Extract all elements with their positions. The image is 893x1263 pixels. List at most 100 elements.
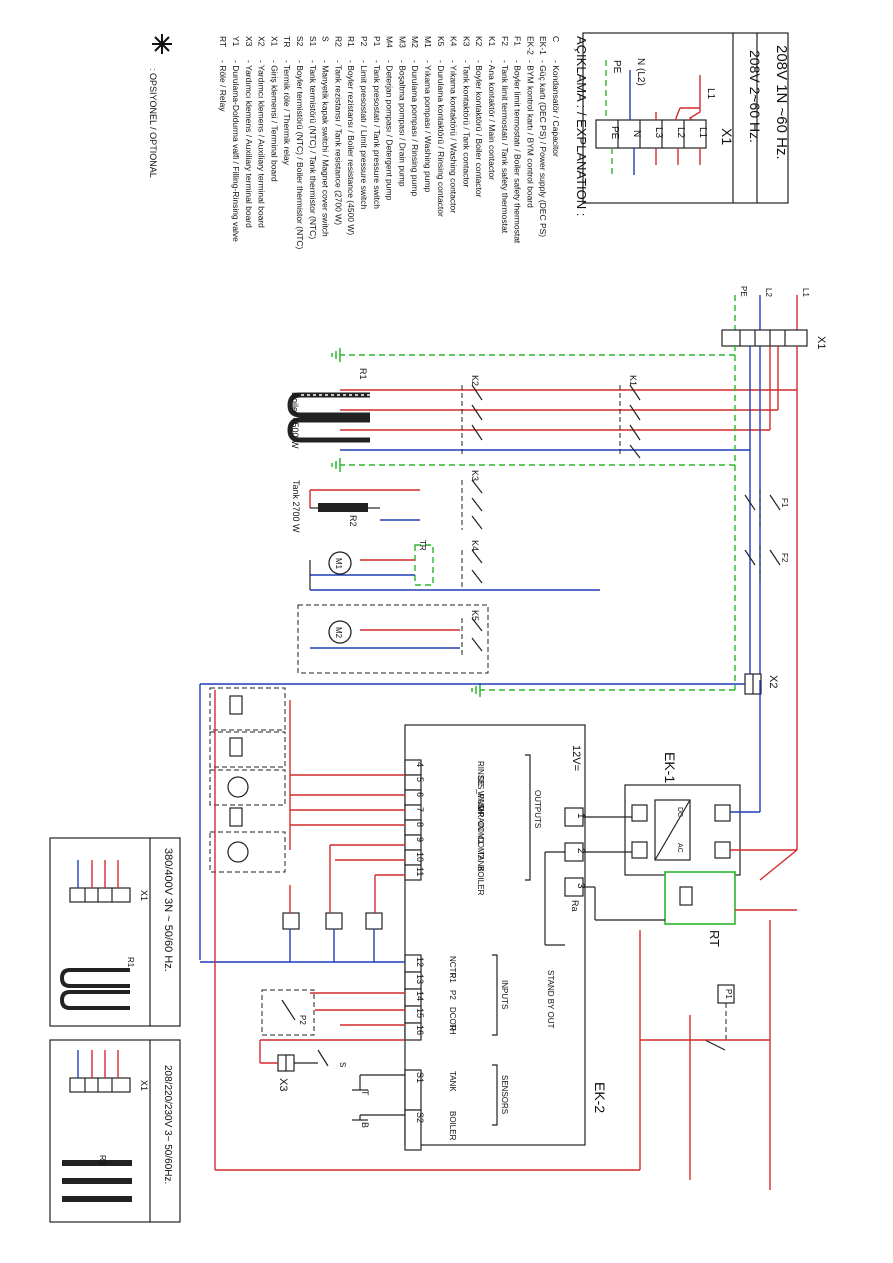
- r1-label: R1: [358, 368, 368, 380]
- inset-top-x1: X1: [139, 890, 149, 901]
- legend-text: - Ana kontaktör / Main contactor: [487, 60, 497, 180]
- inputs-title: INPUTS: [500, 980, 509, 1009]
- pin-number: S1: [415, 1072, 425, 1083]
- pin-name: RINSE: [476, 761, 485, 785]
- k2-label: K2: [470, 375, 480, 386]
- pb-term-n: N: [631, 130, 642, 137]
- x1-label: X1: [815, 336, 827, 349]
- ra-label: Ra: [570, 900, 580, 912]
- pressure-switch-p1: P1: [639, 920, 771, 1190]
- pin-number: 5: [415, 777, 425, 782]
- sensor-t-label: T: [360, 1090, 370, 1096]
- legend-code: S: [321, 36, 331, 42]
- pb-term-l2: L2: [675, 127, 686, 139]
- legend-text: - Tank limit termostatı / Tank safety th…: [500, 60, 510, 234]
- inset-top-title: 380/400V 3N ~ 50/60 Hz.: [162, 848, 174, 972]
- pin-name: BOILER: [476, 866, 485, 896]
- pin-name: NCTR: [448, 956, 457, 978]
- legend-text: - Boyler kontaktörü / Boiler contactor: [474, 60, 484, 198]
- contactor-k4: K4 TR: [310, 540, 600, 591]
- pin-number: 4: [415, 762, 425, 767]
- pin-number: 16: [415, 1025, 425, 1035]
- legend-code: M2: [410, 36, 420, 48]
- pin-number: 10: [415, 852, 425, 862]
- legend-text: - Manyetik kapak switchi / Magnet cover …: [321, 60, 331, 237]
- supply-pe: PE: [739, 286, 748, 297]
- pin-number: 13: [415, 974, 425, 984]
- legend-code: K3: [461, 36, 471, 47]
- motor-m1: M1: [309, 551, 352, 590]
- voltage-12v: 12V=: [570, 745, 582, 771]
- legend-text: - Boyler limit termostatı / Boiler safet…: [513, 60, 523, 244]
- legend-text: - Tank kontaktörü / Tank contactor: [461, 60, 471, 187]
- ek2-control-board: EK-2 12V= 1 2 3 Ra STAND BY OUT OUTPUTS …: [404, 724, 665, 1151]
- ek1-ac: AC: [676, 843, 683, 853]
- power-box: 208V 1N ~60 Hz. 208V 2~60 Hz. X1 L1 L2 L…: [582, 32, 790, 204]
- sensor-t: T: [352, 1074, 405, 1096]
- p1-box-label: P1: [724, 989, 733, 999]
- legend-text: - Deterjan pompası / Detergent pump: [385, 60, 395, 201]
- pb-wire-n: N (L2): [635, 58, 646, 86]
- pin-name: BOILER: [448, 1111, 457, 1141]
- supply-l1: L1: [801, 288, 810, 297]
- pin-name: COM2: [476, 836, 485, 860]
- power-line2: 208V 2~60 Hz.: [747, 50, 763, 143]
- tr-box: [414, 544, 434, 586]
- pb-wire-l1: L1: [705, 88, 716, 100]
- legend-text: - Yıkama pompası / Washing pump: [423, 60, 433, 193]
- thermostat-f2: F2: [744, 545, 789, 580]
- k3-label: K3: [470, 470, 480, 481]
- m2-label: M2: [334, 627, 343, 639]
- legend-code: R2: [333, 36, 343, 47]
- legend-text: - Yardımcı klemens / Auxiliary terminal …: [244, 60, 254, 228]
- legend-code: F2: [500, 36, 510, 46]
- legend-code: M4: [385, 36, 395, 48]
- tank-heater-r2: R2 Tank 2700 W: [291, 480, 380, 533]
- pb-term-pe: PE: [609, 126, 620, 140]
- x3-terminal: X3 S: [259, 1039, 405, 1091]
- pb-term-l1: L1: [697, 127, 708, 139]
- supply-l2: L2: [764, 288, 773, 297]
- thermostat-f1: F1: [744, 490, 789, 530]
- legend-code: M1: [423, 36, 433, 48]
- legend-code: K5: [436, 36, 446, 47]
- pin-box: [404, 1022, 422, 1041]
- output-loads: [200, 687, 640, 1171]
- m1-label: M1: [334, 558, 343, 570]
- x3-label: X3: [277, 1078, 289, 1091]
- pin-number: S2: [415, 1112, 425, 1123]
- k1-label: K1: [628, 375, 638, 386]
- power-x1-label: X1: [719, 128, 735, 145]
- contactor-k1: K1: [619, 375, 641, 459]
- legend-code: S1: [308, 36, 318, 47]
- optional-star-icon: [152, 34, 172, 54]
- f1-label: F1: [780, 498, 789, 508]
- legend-code: S2: [295, 36, 305, 47]
- pin-box: [404, 864, 422, 881]
- legend-text: - Tank termistörü (NTC) / Tank thermisto…: [308, 60, 318, 239]
- pb-wire-pe: PE: [611, 60, 622, 74]
- pin-3: 3: [575, 883, 586, 889]
- inset-top-r1: R1: [126, 957, 135, 968]
- legend-code: P2: [359, 36, 369, 47]
- pressure-switch-p2: P2: [261, 989, 405, 1036]
- pin-name: DCOR: [448, 1007, 457, 1031]
- f2-label: F2: [780, 553, 789, 563]
- x2-label: X2: [767, 675, 779, 688]
- legend-text: - Boyler termistörü (NTC) / Boiler therm…: [295, 60, 305, 250]
- boiler-label: Boiler 4500 W: [290, 392, 300, 449]
- legend-code: EK-2: [525, 36, 535, 55]
- pb-term-l3: L3: [653, 127, 664, 139]
- legend-code: C: [551, 36, 561, 42]
- legend-code: R1: [346, 36, 356, 47]
- pin-number: 7: [415, 807, 425, 812]
- legend-code: K1: [487, 36, 497, 47]
- earth-icon: [331, 348, 481, 697]
- legend-code: P1: [372, 36, 382, 47]
- p2-label: P2: [298, 1015, 307, 1025]
- contactor-k3: K3: [309, 470, 483, 530]
- pin-name: COM1: [476, 821, 485, 845]
- rt-relay: RT: [664, 849, 798, 947]
- legend-text: - Güç kartı (DEC PS) / Power supply (DEC…: [538, 60, 548, 237]
